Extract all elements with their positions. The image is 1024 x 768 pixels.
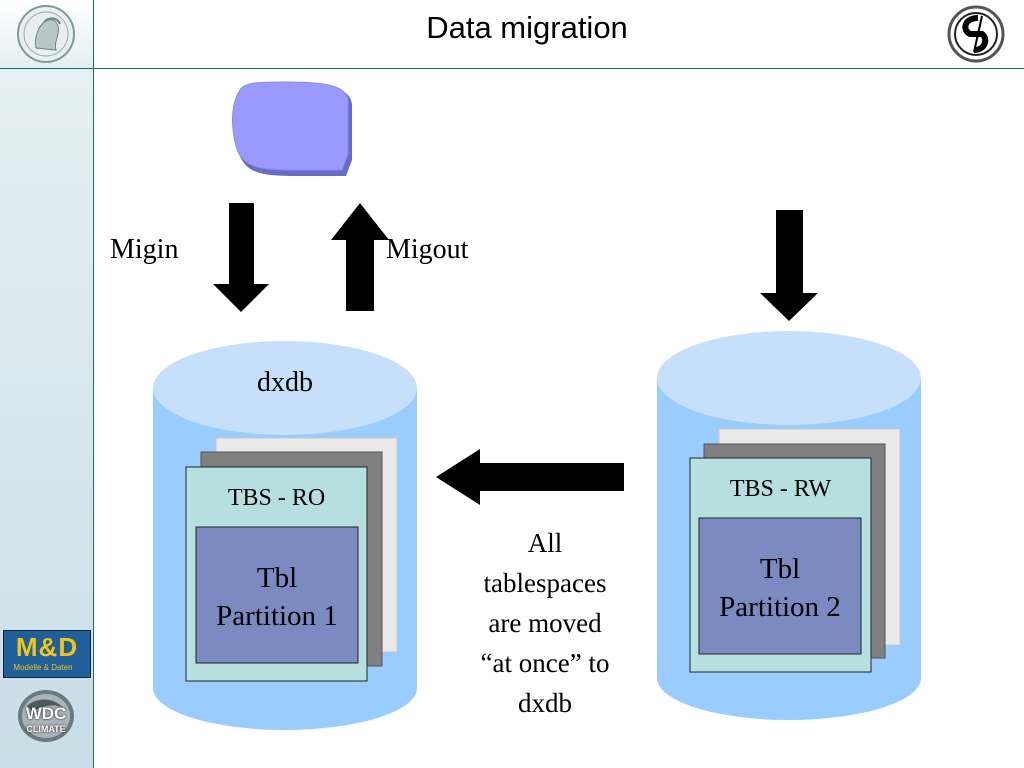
move-arrow-icon: [436, 449, 624, 505]
partition-label: Partition 1: [216, 600, 338, 632]
migin-label: Migin: [110, 234, 179, 265]
note-line: dxdb: [518, 688, 572, 718]
migout-label: Migout: [386, 234, 469, 265]
tbs-rw-label: TBS - RW: [729, 476, 832, 502]
migration-note: All tablespaces are moved “at once” to d…: [445, 523, 645, 723]
tbl-partition-1-label: Tbl Partition 1: [196, 559, 358, 635]
input-arrow-icon: [760, 210, 818, 321]
md-logo-text: M&D: [15, 632, 79, 662]
dxdb-label: dxdb: [257, 367, 313, 398]
tbl-partition-2-box: [698, 517, 862, 655]
minerva-logo-icon: [17, 5, 75, 63]
migin-arrow-icon: [213, 203, 269, 312]
wdc-logo-subtext: CLIMATE: [26, 724, 66, 734]
wdc-logo-text: WDC: [25, 704, 67, 723]
migout-arrow-icon: [331, 203, 389, 311]
page-title: Data migration: [426, 10, 628, 45]
note-line: “at once” to: [480, 648, 610, 678]
institute-logo-icon: [947, 5, 1005, 63]
title-bar: [0, 0, 1024, 69]
tbl-partition-2-label: Tbl Partition 2: [699, 550, 861, 626]
wdc-climate-logo-icon: WDC CLIMATE: [3, 686, 89, 746]
note-line: tablespaces: [483, 568, 607, 598]
tbl-label: Tbl: [759, 553, 801, 585]
partition-label: Partition 2: [719, 591, 841, 623]
note-line: All: [527, 528, 563, 558]
tbs-ro-label: TBS - RO: [227, 485, 326, 511]
md-logo-icon: M&D Modelle & Daten: [3, 630, 91, 678]
md-logo-subtext: Modelle & Daten: [13, 663, 73, 672]
note-line: are moved: [488, 608, 602, 638]
tape-icon: [232, 81, 352, 176]
tbl-partition-1-box: [195, 526, 359, 664]
tbl-label: Tbl: [256, 562, 298, 594]
